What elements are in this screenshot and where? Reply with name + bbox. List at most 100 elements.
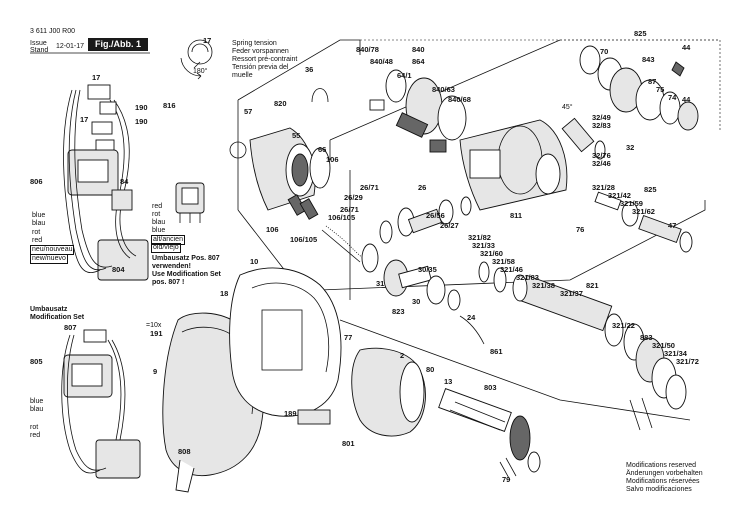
modification-set-title-1: Umbausatz xyxy=(30,306,68,313)
part-number: 808 xyxy=(178,447,191,456)
modification-note-4: pos. 807 ! xyxy=(152,279,185,286)
part-number: 64/1 xyxy=(397,71,412,80)
part-number: 79 xyxy=(502,475,511,484)
part-number: 47 xyxy=(668,221,677,230)
part-number: 106/105 xyxy=(290,235,318,244)
part-number: 57 xyxy=(244,107,253,116)
modification-note-3: Use Modification Set xyxy=(152,271,221,278)
part-number: 26/71 xyxy=(340,205,359,214)
part-number: 36 xyxy=(305,65,314,74)
wire-color-label: blue xyxy=(30,398,44,405)
part-number: 189 xyxy=(284,409,297,418)
issue-date: 12-01-17 xyxy=(56,43,85,50)
part-number: 321/46 xyxy=(500,265,523,274)
part-number: 840/48 xyxy=(370,57,393,66)
footer-line-2: Änderungen vorbehalten xyxy=(626,470,703,477)
part-number: 106/105 xyxy=(328,213,356,222)
wire-color-label: red xyxy=(152,203,163,210)
part-number: 70 xyxy=(600,47,609,56)
spring-note-1: Spring tension xyxy=(232,40,277,47)
part-number: 321/42 xyxy=(608,191,631,200)
part-number: 26/56 xyxy=(426,211,445,220)
spring-tension-icon xyxy=(180,39,213,80)
part-number: 75 xyxy=(656,85,665,94)
part-number: 17 xyxy=(92,73,101,82)
wire-color-label: red xyxy=(32,237,43,244)
version-old-line2: old/viejo xyxy=(151,243,181,253)
issue-label: Issue xyxy=(30,40,47,47)
part-number: 18 xyxy=(220,289,229,298)
part-number: 321/38 xyxy=(532,281,555,290)
footer-line-3: Modifications réservées xyxy=(626,478,700,485)
wire-color-label: blau xyxy=(30,406,44,413)
footer-line-1: Modifications reserved xyxy=(626,462,697,469)
part-number: 805 xyxy=(30,357,43,366)
part-number: 31 xyxy=(376,279,385,288)
part-code: 3 611 J00 R00 xyxy=(30,28,76,35)
part-number: 76 xyxy=(576,225,585,234)
part-number: 321/62 xyxy=(632,207,655,216)
part-number: 840/78 xyxy=(356,45,379,54)
wiring-block-lower xyxy=(61,329,141,479)
spring-note-3: Ressort pré-contraint xyxy=(232,56,298,63)
part-number: 321/83 xyxy=(516,273,539,282)
wire-color-label: rot xyxy=(30,424,39,431)
part-number: 84 xyxy=(120,177,129,186)
spring-note-4: Tensión previa del xyxy=(232,64,289,71)
clutch-parts xyxy=(287,194,379,273)
part-number: 30/35 xyxy=(418,265,437,274)
part-number: 10 xyxy=(250,257,259,266)
stand-label: Stand xyxy=(30,47,49,54)
quantity-note: =10x xyxy=(146,322,162,329)
part-number: 9 xyxy=(153,367,158,376)
part-number: 820 xyxy=(274,99,287,108)
part-number: 26 xyxy=(418,183,427,192)
wire-color-label: red xyxy=(30,432,41,439)
part-number: 66 xyxy=(318,145,327,154)
part-number: 840 xyxy=(412,45,425,54)
part-number: 26/27 xyxy=(440,221,459,230)
part-number: 17 xyxy=(80,115,89,124)
wire-color-label: rot xyxy=(152,211,161,218)
modification-note-1: Umbausatz Pos. 807 xyxy=(152,255,220,262)
part-number: 811 xyxy=(510,211,523,220)
part-number: 80 xyxy=(426,365,435,374)
part-number: 13 xyxy=(444,377,453,386)
part-number: 840/68 xyxy=(448,95,471,104)
part-number: 24 xyxy=(467,313,476,322)
wire-color-label: blue xyxy=(32,212,46,219)
modification-note-2: verwenden! xyxy=(152,263,191,270)
part-number: 26/29 xyxy=(344,193,363,202)
wire-color-label: blau xyxy=(152,219,166,226)
part-number: 843 xyxy=(642,55,655,64)
part-number: 823 xyxy=(392,307,405,316)
part-number: 321/58 xyxy=(492,257,515,266)
spring-part-number: 17 xyxy=(203,36,212,45)
part-number: 801 xyxy=(342,439,355,448)
spring-note-2: Feder vorspannen xyxy=(232,48,289,55)
part-number: 32/49 xyxy=(592,113,611,122)
part-number: 30 xyxy=(412,297,421,306)
part-number: 55 xyxy=(292,131,301,140)
part-number: 44 xyxy=(682,95,691,104)
version-old-line1: alt/ancien xyxy=(151,235,185,245)
part-number: 807 xyxy=(64,323,77,332)
part-number: 861 xyxy=(490,347,503,356)
part-number: 190 xyxy=(135,117,148,126)
part-number: 106 xyxy=(266,225,279,234)
part-number: 321/34 xyxy=(664,349,687,358)
part-number: 321/28 xyxy=(592,183,615,192)
part-number: 864 xyxy=(412,57,425,66)
assembly-frames xyxy=(237,39,721,421)
wire-color-label: rot xyxy=(32,229,41,236)
gearbox-cover xyxy=(369,69,568,211)
spring-note-5: muelle xyxy=(232,72,253,79)
version-new-line2: new/nuevo xyxy=(30,254,68,264)
hammer-tube xyxy=(478,261,687,431)
part-number: 321/37 xyxy=(560,289,583,298)
part-number: 26/71 xyxy=(360,183,379,192)
part-number: 190 xyxy=(135,103,148,112)
motor xyxy=(297,347,541,481)
